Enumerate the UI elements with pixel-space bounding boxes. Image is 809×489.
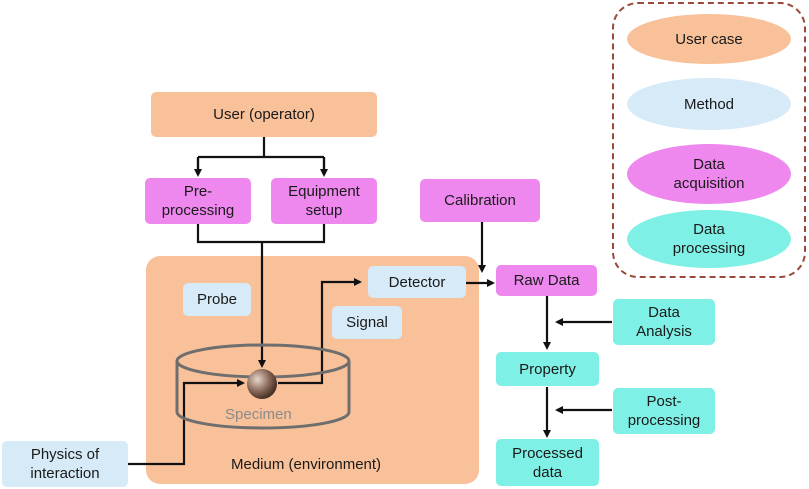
detector-box: Detector <box>368 266 466 298</box>
connector-user-to-setup <box>196 137 326 172</box>
equipment-setup-box: Equipment setup <box>271 178 377 224</box>
property-box: Property <box>496 352 599 386</box>
physics-of-interaction-box: Physics of interaction <box>2 441 128 487</box>
legend-data-acquisition: Data acquisition <box>627 144 791 204</box>
legend <box>612 2 806 278</box>
connector-specimen-to-detector <box>278 278 362 385</box>
data-analysis-box: Data Analysis <box>613 299 715 345</box>
post-processing-box: Post- processing <box>613 388 715 434</box>
medium-label: Medium (environment) <box>231 456 382 473</box>
user-operator-box: User (operator) <box>151 92 377 137</box>
pre-processing-box: Pre- processing <box>145 178 251 224</box>
calibration-box: Calibration <box>420 179 540 222</box>
probe-box: Probe <box>183 283 251 316</box>
processed-data-box: Processed data <box>496 439 599 486</box>
legend-user-case: User case <box>627 14 791 64</box>
raw-data-box: Raw Data <box>496 265 597 296</box>
legend-method: Method <box>627 78 791 130</box>
specimen-ball <box>247 369 277 399</box>
legend-data-processing: Data processing <box>627 210 791 268</box>
specimen-label: Specimen <box>225 406 292 423</box>
signal-box: Signal <box>332 306 402 339</box>
connector-physics-to-specimen <box>128 379 245 466</box>
